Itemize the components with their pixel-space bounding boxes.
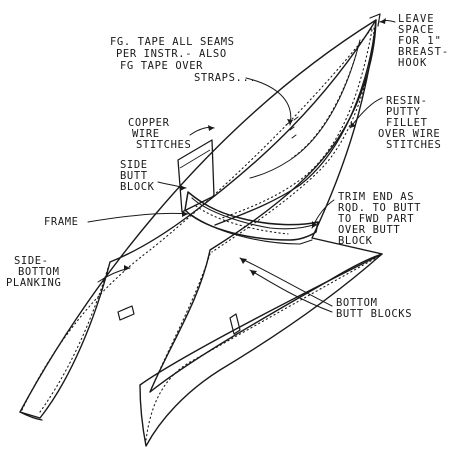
frame-shape bbox=[184, 191, 319, 241]
label-frame: FRAME bbox=[44, 217, 79, 228]
bottom-plank-stitches bbox=[145, 257, 377, 441]
inner-chine-stitches bbox=[221, 29, 373, 219]
bottom-butt-block-left bbox=[117, 305, 135, 321]
label-line: SPACE bbox=[398, 24, 435, 36]
label-line: BUTT bbox=[120, 170, 148, 182]
label-line: TRIM END AS bbox=[338, 191, 415, 203]
arrowhead bbox=[287, 119, 293, 125]
arrowhead bbox=[180, 185, 186, 191]
label-leave-space: LEAVE SPACE FOR 1" BREAST- HOOK bbox=[398, 14, 449, 69]
label-line: BOTTOM bbox=[336, 297, 378, 309]
label-line: BOTTOM bbox=[18, 266, 60, 278]
label-line: COPPER bbox=[128, 117, 170, 129]
bow-stem bbox=[369, 13, 381, 27]
label-line: FG TAPE OVER bbox=[120, 60, 204, 72]
leader-bottom-butt-2 bbox=[249, 269, 333, 313]
leader-frame bbox=[87, 212, 189, 223]
inner-side-plank bbox=[214, 19, 377, 226]
copper-wire-stitch-marks bbox=[285, 116, 299, 139]
label-line: RESIN- bbox=[386, 95, 428, 107]
left-plank-aft-edge bbox=[19, 411, 43, 421]
label-line: WIRE bbox=[132, 128, 160, 140]
label-line: OVER WIRE bbox=[378, 128, 441, 140]
left-chine-stitches bbox=[39, 267, 109, 413]
keel-stitches bbox=[149, 253, 211, 393]
label-line: TO FWD PART bbox=[338, 213, 415, 225]
frame-bottom-edge bbox=[189, 213, 313, 245]
bottom-butt-block-right bbox=[229, 313, 241, 335]
resin-fillet-bead bbox=[249, 39, 361, 179]
label-line: SIDE- bbox=[14, 255, 49, 267]
arrowhead bbox=[250, 270, 257, 276]
label-line: FG. TAPE ALL SEAMS bbox=[110, 36, 235, 48]
label-line: STITCHES bbox=[136, 139, 192, 151]
arrowhead bbox=[350, 122, 356, 128]
label-trim-end: TRIM END AS RQD. TO BUTT TO FWD PART OVE… bbox=[338, 192, 421, 247]
label-resin-putty: RESIN- PUTTY FILLET OVER WIRE STITCHES bbox=[378, 95, 442, 151]
label-line: PUTTY bbox=[386, 106, 421, 118]
arrowhead bbox=[208, 125, 214, 131]
label-line: STITCHES bbox=[386, 139, 442, 151]
label-line: STRAPS... bbox=[194, 72, 257, 84]
label-fg-tape: FG. TAPE ALL SEAMS PER INSTR.- ALSO FG T… bbox=[110, 36, 256, 84]
arrowhead bbox=[312, 221, 317, 228]
left-plank-stitches bbox=[21, 27, 373, 411]
label-line: PLANKING bbox=[6, 277, 62, 289]
bottom-plank bbox=[139, 253, 383, 447]
label-line: BLOCK bbox=[338, 235, 373, 247]
arrowhead bbox=[380, 18, 386, 24]
label-side-butt-block: SIDE BUTT BLOCK bbox=[120, 160, 155, 193]
leader-bottom-butt-1 bbox=[239, 257, 333, 307]
label-line: OVER BUTT bbox=[338, 224, 401, 236]
arrowhead bbox=[182, 211, 188, 217]
label-line: LEAVE bbox=[398, 13, 435, 25]
label-line: FILLET bbox=[386, 117, 428, 129]
leader-fg-tape bbox=[245, 77, 292, 126]
leader-resin-putty bbox=[349, 97, 383, 129]
label-line: SIDE bbox=[120, 159, 148, 171]
label-bottom-butt-blocks: BOTTOM BUTT BLOCKS bbox=[336, 298, 412, 320]
label-line: PER INSTR.- ALSO bbox=[116, 48, 227, 60]
frame-inner-edge bbox=[191, 197, 317, 230]
label-line: BREAST- bbox=[398, 46, 450, 58]
label-line: BLOCK bbox=[120, 181, 155, 193]
label-line: FOR 1" bbox=[398, 35, 442, 47]
label-line: BUTT BLOCKS bbox=[336, 308, 413, 320]
label-line: RQD. TO BUTT bbox=[338, 202, 422, 214]
fillet-hatch bbox=[291, 54, 357, 159]
label-copper-wire: COPPER WIRE STITCHES bbox=[128, 118, 191, 151]
label-side-bottom-planking: SIDE- BOTTOM PLANKING bbox=[6, 256, 61, 289]
arrowhead bbox=[124, 265, 130, 271]
left-side-plank bbox=[19, 19, 377, 419]
block-hatch bbox=[179, 149, 211, 169]
right-side-plank bbox=[149, 19, 383, 393]
label-line: FRAME bbox=[44, 216, 79, 228]
arrowhead bbox=[240, 258, 247, 264]
label-line: HOOK bbox=[398, 57, 428, 69]
side-butt-block-shape bbox=[177, 139, 215, 213]
right-plank-stitches bbox=[211, 27, 375, 253]
